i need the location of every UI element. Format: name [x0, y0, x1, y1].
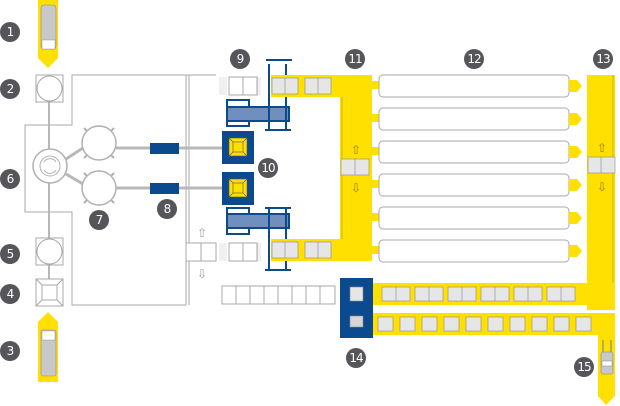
crate — [421, 316, 438, 332]
infeed-conveyor: ⇧ ⇩ — [271, 75, 372, 261]
crates-row-bottom — [377, 316, 592, 332]
callout-15: 15 — [574, 357, 594, 377]
crate — [509, 316, 526, 332]
callout-14: 14 — [346, 348, 366, 368]
storage-lane — [372, 107, 582, 131]
incoming-truck-lane — [38, 0, 58, 68]
svg-text:⇩: ⇩ — [597, 180, 607, 194]
storage-lane — [372, 206, 582, 230]
crate — [487, 316, 504, 332]
dispatch-lift — [35, 278, 64, 307]
crates-row-top — [381, 286, 576, 302]
svg-text:⇩: ⇩ — [351, 181, 361, 195]
svg-text:⇧: ⇧ — [351, 143, 361, 157]
outfeed-conveyor: ⇧ ⇩ — [587, 75, 616, 310]
storage-lane — [372, 140, 582, 164]
transfer-station — [35, 237, 64, 266]
crate — [443, 316, 460, 332]
storage-lanes — [372, 74, 582, 263]
callout-3: 3 — [0, 341, 20, 361]
crate — [377, 316, 394, 332]
callout-10: 10 — [258, 158, 278, 178]
receiving-station — [35, 74, 64, 103]
callout-8: 8 — [157, 199, 177, 219]
crate — [553, 316, 570, 332]
callout-11: 11 — [345, 49, 365, 69]
callout-9: 9 — [230, 49, 250, 69]
crate — [575, 316, 592, 332]
callout-5: 5 — [0, 244, 20, 264]
svg-text:⇧: ⇧ — [597, 141, 607, 155]
lift-1 — [222, 131, 254, 164]
crate — [465, 316, 482, 332]
up-arrow-icon: ⇧ — [197, 226, 207, 240]
crate — [531, 316, 548, 332]
outgoing-truck-lane — [38, 312, 58, 382]
storage-lane — [372, 173, 582, 197]
storage-lane — [372, 74, 582, 98]
outbound-pallet-row — [221, 285, 336, 305]
pallet-buffer-bottom — [219, 242, 261, 262]
callout-7: 7 — [89, 210, 109, 230]
lift-2 — [222, 172, 254, 205]
pump-2 — [150, 183, 179, 194]
crate — [399, 316, 416, 332]
callout-12: 12 — [464, 49, 484, 69]
pallet-buffer-top — [219, 76, 261, 96]
process-tank-1 — [81, 125, 117, 161]
down-arrow-icon: ⇩ — [197, 267, 207, 281]
storage-lane — [372, 239, 582, 263]
callout-4: 4 — [0, 284, 20, 304]
callout-13: 13 — [593, 49, 613, 69]
transfer-cart-top — [226, 59, 292, 131]
pump-1 — [150, 143, 179, 154]
callout-6: 6 — [0, 169, 20, 189]
callout-2: 2 — [0, 79, 20, 99]
side-buffer — [185, 242, 217, 262]
building-outline — [24, 74, 216, 306]
forklift-lane — [598, 335, 615, 405]
rotary-distributor — [32, 146, 84, 186]
callout-1: 1 — [0, 22, 20, 42]
process-tank-2 — [81, 170, 117, 206]
